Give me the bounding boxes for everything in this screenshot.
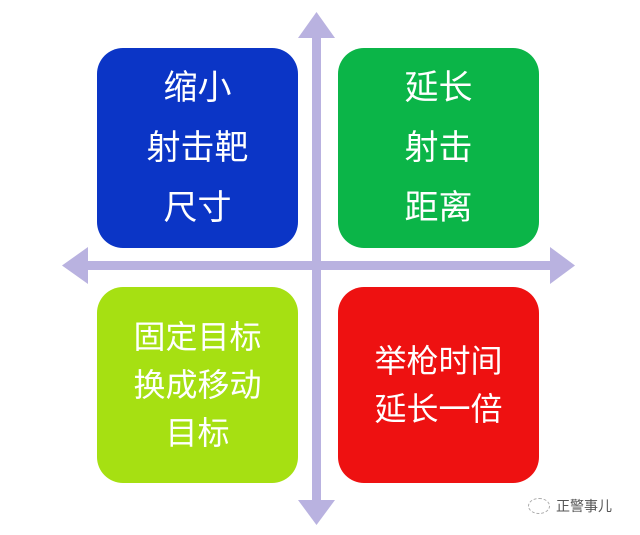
q2-line: 射击 xyxy=(404,128,473,168)
q2-line: 延长 xyxy=(404,68,473,108)
watermark: 正警事儿 xyxy=(528,496,612,516)
right-arrow-icon xyxy=(550,247,575,284)
horizontal-axis xyxy=(80,261,558,270)
q4-line: 举枪时间 xyxy=(374,342,503,380)
q3-line: 目标 xyxy=(165,414,230,452)
up-arrow-icon xyxy=(298,12,335,38)
quadrant-bottom-left: 固定目标 换成移动 目标 xyxy=(97,287,298,483)
q2-line: 距离 xyxy=(404,188,473,228)
watermark-text: 正警事儿 xyxy=(556,499,612,515)
quadrant-bottom-right: 举枪时间 延长一倍 xyxy=(338,287,539,483)
q4-line: 延长一倍 xyxy=(374,390,503,428)
q3-line: 固定目标 xyxy=(133,318,262,356)
q3-line: 换成移动 xyxy=(133,366,262,404)
left-arrow-icon xyxy=(62,247,88,284)
wechat-icon xyxy=(528,498,550,514)
quadrant-top-left: 缩小 射击靶 尺寸 xyxy=(97,48,298,248)
down-arrow-icon xyxy=(298,500,335,525)
q1-line: 缩小 xyxy=(163,68,232,108)
q1-line: 射击靶 xyxy=(146,128,249,168)
quadrant-top-right: 延长 射击 距离 xyxy=(338,48,539,248)
q1-line: 尺寸 xyxy=(163,188,232,228)
